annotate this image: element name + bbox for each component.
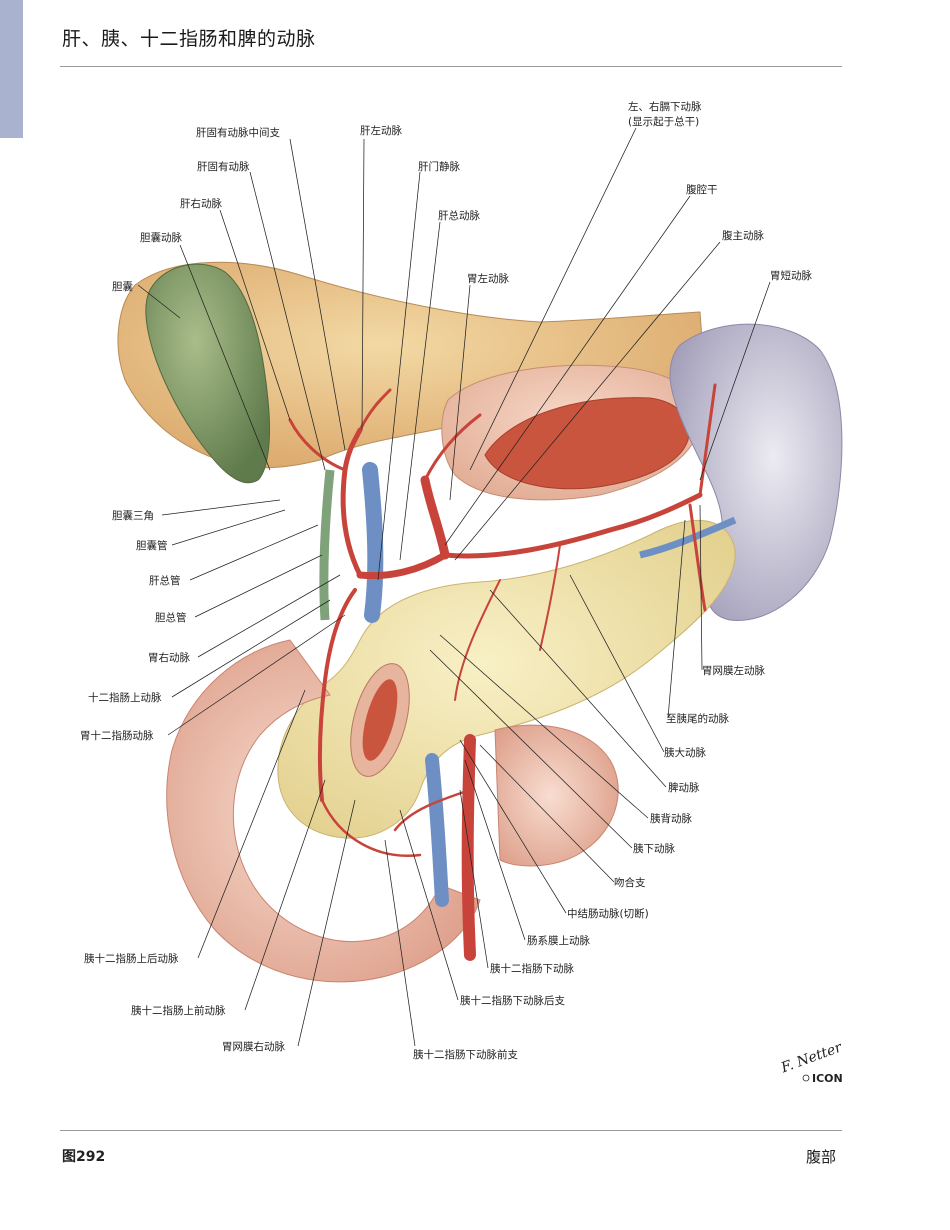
page-title: 肝、胰、十二指肠和脾的动脉 <box>62 28 316 50</box>
label-right-gastric: 胃右动脉 <box>148 651 190 664</box>
label-gastroduodenal: 胃十二指肠动脉 <box>80 729 154 742</box>
svg-text:ICON: ICON <box>812 1072 843 1085</box>
label-common-hepatic-duct: 肝总管 <box>149 574 181 587</box>
label-gallbladder: 胆囊 <box>112 280 133 293</box>
label-cystic-duct: 胆囊管 <box>136 539 168 552</box>
label-right-hepatic-artery: 肝右动脉 <box>180 197 222 210</box>
label-ant-sup-pancreaticoduodenal: 胰十二指肠上前动脉 <box>131 1004 226 1017</box>
label-inf-pancreaticoduodenal-post: 胰十二指肠下动脉后支 <box>460 994 565 1007</box>
leader-lines <box>137 127 771 1047</box>
label-short-gastric: 胃短动脉 <box>770 269 812 282</box>
label-post-sup-pancreaticoduodenal: 胰十二指肠上后动脉 <box>84 952 179 965</box>
svg-text:F. Netter: F. Netter <box>778 1039 845 1076</box>
label-common-bile-duct: 胆总管 <box>155 611 187 624</box>
label-abdominal-aorta: 腹主动脉 <box>722 229 764 242</box>
label-middle-colic: 中结肠动脉(切断) <box>567 907 649 920</box>
label-great-pancreatic: 胰大动脉 <box>664 746 706 759</box>
label-proper-hepatic-middle: 肝固有动脉中间支 <box>196 126 280 139</box>
label-proper-hepatic-artery: 肝固有动脉 <box>197 160 250 173</box>
label-inferior-pancreatic: 胰下动脉 <box>633 842 675 855</box>
label-right-gastroepiploic: 胃网膜右动脉 <box>222 1040 285 1053</box>
pancreas <box>277 519 736 839</box>
label-cystic-artery: 胆囊动脉 <box>140 231 182 244</box>
stomach-cut <box>441 364 701 501</box>
artist-signature: F. Netter <box>778 1039 845 1076</box>
label-common-hepatic-artery: 肝总动脉 <box>438 209 480 222</box>
label-left-gastroepiploic: 胃网膜左动脉 <box>702 664 765 677</box>
label-supraduodenal: 十二指肠上动脉 <box>88 691 162 704</box>
label-cystohepatic-triangle: 胆囊三角 <box>112 509 154 522</box>
portal-vein <box>319 462 737 907</box>
label-left-hepatic-artery: 肝左动脉 <box>360 124 402 137</box>
section-tab <box>0 0 23 138</box>
label-superior-mesenteric: 肠系膜上动脉 <box>527 934 590 947</box>
label-portal-vein: 肝门静脉 <box>418 160 460 173</box>
label-inf-pancreaticoduodenal-ant: 胰十二指肠下动脉前支 <box>413 1048 518 1061</box>
icon-logo: ICON <box>802 1072 843 1085</box>
label-inf-pancreaticoduodenal: 胰十二指肠下动脉 <box>490 962 574 975</box>
label-anastomotic-branch: 吻合支 <box>614 876 646 889</box>
footer-divider <box>60 1130 842 1131</box>
label-celiac-trunk: 腹腔干 <box>686 183 718 196</box>
label-to-pancreatic-tail: 至胰尾的动脉 <box>666 712 729 725</box>
figure-number: 图292 <box>62 1149 106 1165</box>
labels: 肝固有动脉中间支 肝左动脉 肝门静脉 肝固有动脉 肝右动脉 胆囊动脉 胆囊 肝总… <box>80 100 812 1061</box>
gallbladder <box>145 263 270 484</box>
label-inferior-phrenic-note: (显示起于总干) <box>628 115 699 128</box>
label-left-gastric-artery: 胃左动脉 <box>467 272 509 285</box>
section-name: 腹部 <box>806 1148 837 1166</box>
title-divider <box>60 66 842 67</box>
label-inferior-phrenic: 左、右膈下动脉 <box>628 100 702 113</box>
label-splenic-artery: 脾动脉 <box>668 781 700 794</box>
label-dorsal-pancreatic: 胰背动脉 <box>650 812 692 825</box>
